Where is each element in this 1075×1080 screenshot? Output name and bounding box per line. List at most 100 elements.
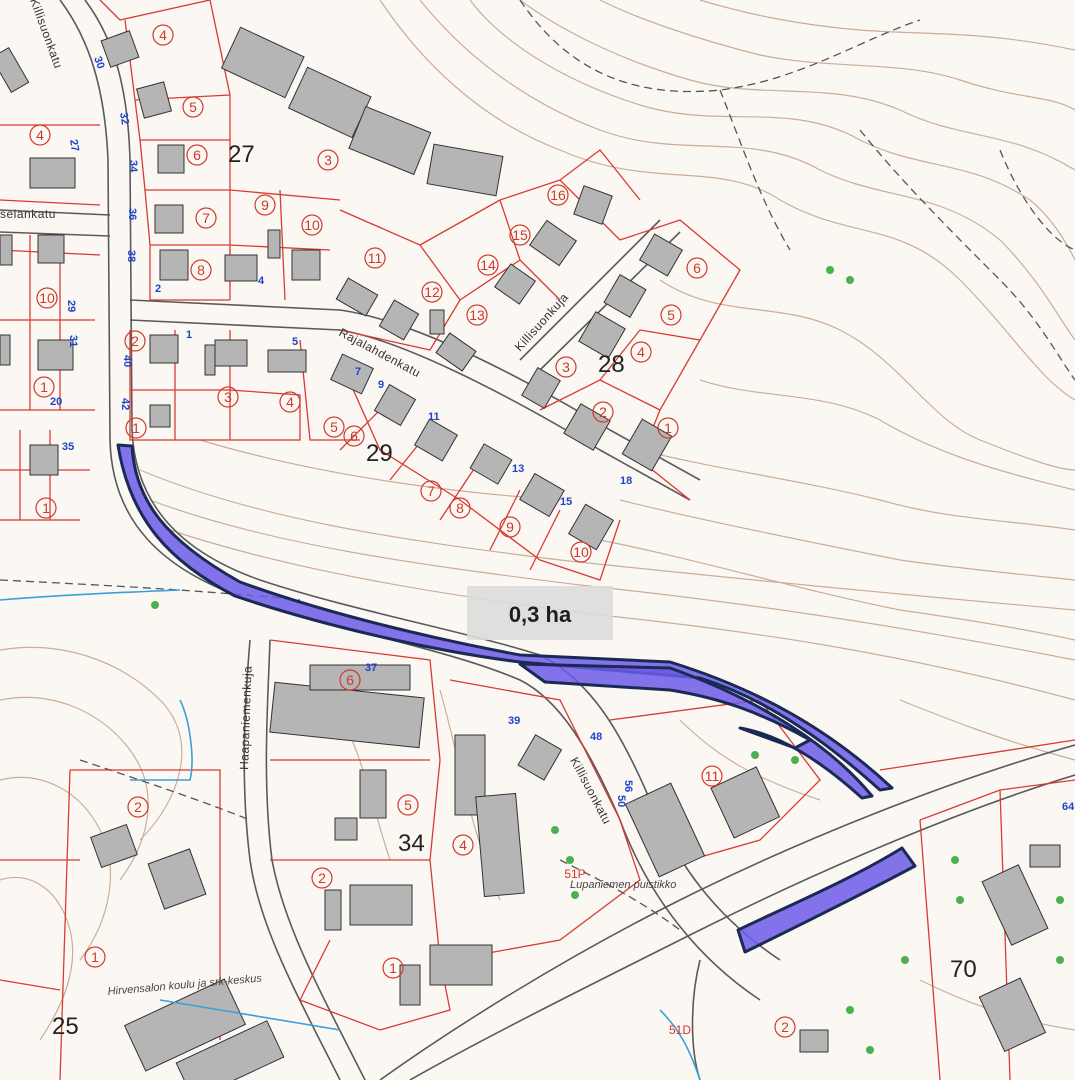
label-51p: 51P	[564, 867, 585, 881]
block-29: 29	[366, 440, 393, 467]
svg-text:2: 2	[131, 333, 139, 349]
school-label: Hirvensalon koulu ja srk-keskus	[107, 973, 263, 998]
svg-text:7: 7	[427, 483, 435, 499]
svg-text:18: 18	[620, 475, 632, 487]
park-label: Lupaniemen puistikko	[570, 879, 676, 891]
svg-text:20: 20	[50, 396, 62, 408]
street-selankatu: selankatu	[0, 207, 56, 221]
area-label: 0,3 ha	[467, 586, 613, 640]
svg-text:10: 10	[304, 217, 320, 233]
svg-text:38: 38	[125, 250, 137, 262]
svg-text:10: 10	[39, 290, 55, 306]
svg-text:1: 1	[40, 379, 48, 395]
plot-number-markers	[29, 24, 796, 1038]
svg-text:1: 1	[389, 960, 397, 976]
svg-text:6: 6	[346, 672, 354, 688]
svg-text:42: 42	[119, 398, 131, 410]
svg-text:1: 1	[664, 420, 672, 436]
svg-text:1: 1	[132, 420, 140, 436]
svg-text:29: 29	[65, 300, 77, 312]
svg-text:4: 4	[36, 127, 44, 143]
highlighted-area[interactable]	[116, 443, 917, 954]
svg-text:40: 40	[121, 355, 133, 367]
svg-text:35: 35	[62, 441, 74, 453]
svg-text:7: 7	[355, 366, 361, 378]
svg-text:9: 9	[261, 197, 269, 213]
svg-text:37: 37	[365, 662, 377, 674]
svg-text:3: 3	[224, 389, 232, 405]
svg-text:4: 4	[637, 344, 645, 360]
svg-text:32: 32	[117, 111, 131, 125]
svg-text:3: 3	[324, 152, 332, 168]
svg-text:6: 6	[193, 147, 201, 163]
svg-text:36: 36	[126, 208, 138, 220]
street-haapaniemenkuja: Haapaniemenkuja	[237, 665, 255, 770]
svg-text:3: 3	[562, 359, 570, 375]
svg-text:15: 15	[560, 496, 572, 508]
svg-text:7: 7	[202, 210, 210, 226]
house-number-labels: 30 32 34 36 38 40 42 1 2 4 5 7 9 11 13 1…	[50, 55, 1075, 813]
svg-text:5: 5	[292, 336, 298, 348]
buildings	[0, 26, 1061, 1080]
block-labels: 27 28 29 34 25 70	[52, 141, 977, 1040]
vegetation-markers	[151, 266, 1064, 1054]
svg-text:11: 11	[368, 250, 383, 266]
svg-text:30: 30	[91, 55, 106, 71]
svg-text:11: 11	[705, 768, 720, 784]
svg-text:13: 13	[512, 463, 524, 475]
svg-text:4: 4	[286, 394, 294, 410]
svg-text:6: 6	[350, 428, 358, 444]
svg-text:31: 31	[67, 335, 79, 347]
svg-text:34: 34	[127, 160, 139, 173]
block-34: 34	[398, 830, 425, 857]
svg-text:50: 50	[615, 795, 627, 807]
svg-text:2: 2	[781, 1019, 789, 1035]
svg-text:1: 1	[91, 949, 99, 965]
block-70: 70	[950, 956, 977, 983]
svg-text:1: 1	[186, 329, 192, 341]
label-51d: 51D	[669, 1023, 691, 1037]
svg-text:5: 5	[189, 99, 197, 115]
street-killisuonkatu-north: Killisuonkatu	[27, 0, 65, 70]
svg-text:14: 14	[480, 257, 496, 273]
svg-text:64: 64	[1062, 801, 1075, 813]
block-28: 28	[598, 351, 625, 378]
svg-text:11: 11	[428, 411, 440, 423]
svg-text:13: 13	[469, 307, 485, 323]
highlight-strip-north	[116, 443, 894, 792]
svg-text:4: 4	[159, 27, 167, 43]
svg-text:27: 27	[67, 138, 81, 152]
svg-text:1: 1	[42, 500, 50, 516]
svg-text:9: 9	[378, 379, 384, 391]
svg-text:5: 5	[404, 797, 412, 813]
svg-text:2: 2	[155, 283, 161, 295]
highlight-strip-south	[736, 846, 917, 954]
svg-text:9: 9	[506, 519, 514, 535]
svg-text:16: 16	[550, 187, 566, 203]
svg-text:6: 6	[693, 260, 701, 276]
area-label-text: 0,3 ha	[509, 602, 572, 627]
svg-text:39: 39	[508, 715, 520, 727]
svg-text:8: 8	[456, 500, 464, 516]
block-25: 25	[52, 1013, 79, 1040]
svg-text:48: 48	[590, 731, 602, 743]
svg-text:10: 10	[573, 544, 589, 560]
svg-text:5: 5	[667, 307, 675, 323]
svg-text:2: 2	[318, 870, 326, 886]
streams	[0, 589, 701, 1080]
block-27: 27	[228, 141, 255, 168]
svg-text:56: 56	[622, 780, 634, 792]
svg-text:8: 8	[197, 262, 205, 278]
svg-text:4: 4	[258, 275, 265, 287]
svg-text:15: 15	[512, 227, 528, 243]
plot-number-text: 4 5 6 7 8 9 10 11 12 13 14 15 16 6 5 4 3…	[36, 27, 789, 1035]
svg-text:4: 4	[459, 837, 467, 853]
svg-text:5: 5	[330, 419, 338, 435]
highlight-strip-middle	[518, 662, 874, 800]
svg-text:2: 2	[134, 799, 142, 815]
svg-text:2: 2	[599, 404, 607, 420]
svg-text:12: 12	[424, 284, 440, 300]
